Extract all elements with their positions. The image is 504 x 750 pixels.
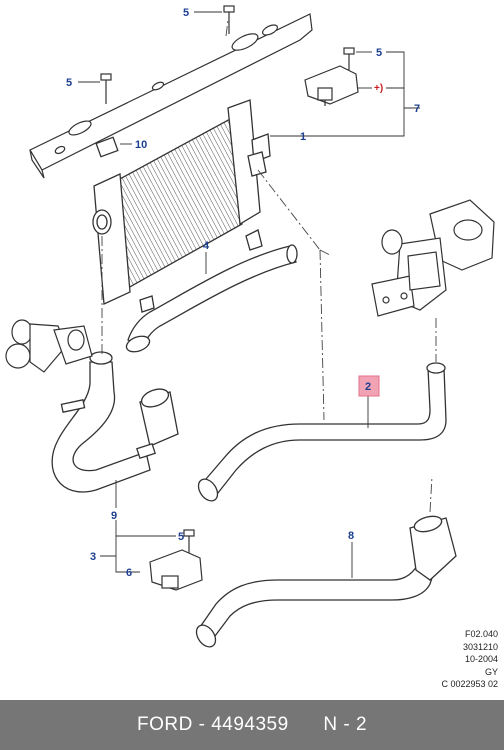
highlight-box xyxy=(358,375,380,397)
callout-6: 6 xyxy=(126,567,132,579)
guide-lines xyxy=(101,19,437,513)
turbocharger xyxy=(371,199,495,317)
ref-line: C 0022953 02 xyxy=(441,679,498,689)
air-pipe-4 xyxy=(125,229,298,353)
callout-5-right: 5 xyxy=(376,47,382,59)
ref-line: GY xyxy=(484,666,498,677)
callout-1: 1 xyxy=(300,131,306,143)
ref-line: F02.040 xyxy=(464,629,498,639)
footer-brand: FORD xyxy=(136,714,193,735)
bolt-icon xyxy=(223,5,235,34)
pressure-sensor xyxy=(304,65,359,106)
callout-2: 2 xyxy=(365,381,371,393)
reference-block: F02.040 3031210 10-2004 GY C 0022953 02 xyxy=(388,628,498,691)
callout-9: 9 xyxy=(111,510,117,522)
ref-line: 3031210 xyxy=(462,641,498,652)
callout-5-top: 5 xyxy=(183,7,189,19)
footer-gap xyxy=(289,714,324,736)
callout-3: 3 xyxy=(90,551,96,563)
footer-part-number: 4494359 xyxy=(211,714,289,735)
air-pipe-8 xyxy=(195,515,457,648)
footer-position: N - 2 xyxy=(323,714,368,735)
callout-7: 7 xyxy=(414,103,420,115)
intercooler xyxy=(92,99,271,305)
bolt-icon xyxy=(100,73,112,104)
air-pipe-2 xyxy=(197,362,447,502)
parts-diagram: 5 5 5 +) 7 10 1 4 2 9 5 3 6 8 xyxy=(5,5,495,648)
callout-5-left: 5 xyxy=(66,77,72,89)
callout-plus: +) xyxy=(374,83,383,94)
air-pipe-9 xyxy=(51,351,179,493)
ref-line: 10-2004 xyxy=(464,654,498,664)
footer-bar: FORD - 4494359 N - 2 xyxy=(0,700,504,750)
callout-10: 10 xyxy=(135,139,147,151)
callout-4: 4 xyxy=(203,240,210,252)
callout-8: 8 xyxy=(348,530,354,542)
mounting-bracket xyxy=(29,13,313,179)
throttle-body xyxy=(5,319,93,373)
bolt-icon xyxy=(343,47,355,70)
callout-5-bottom: 5 xyxy=(178,531,184,543)
footer-separator: - xyxy=(192,714,212,735)
pressure-sensor xyxy=(149,549,203,591)
callout-leaders xyxy=(78,11,420,578)
